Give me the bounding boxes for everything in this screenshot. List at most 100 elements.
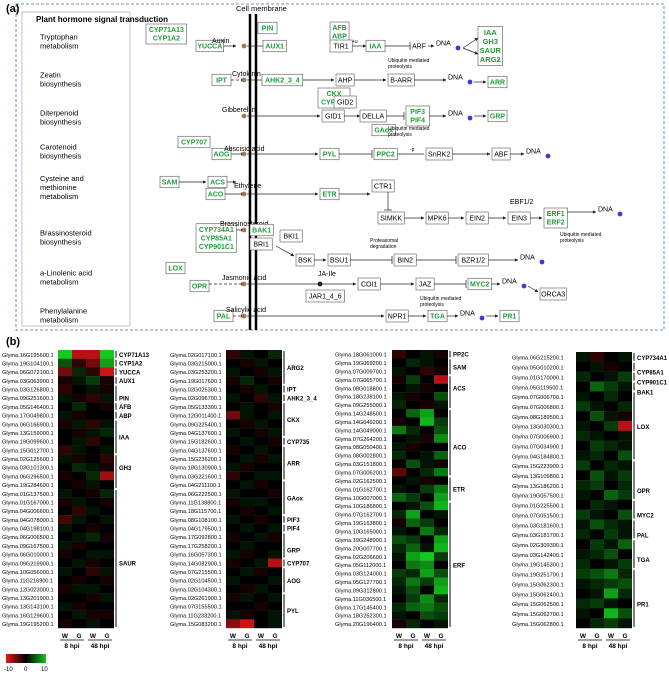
heatmap-cell: [434, 518, 448, 528]
node-gid1: GID1: [325, 113, 341, 120]
heatmap-cell: [100, 367, 114, 377]
heatmap-cell: [226, 358, 240, 368]
heatmap-cell: [590, 381, 604, 392]
heatmap-cell: [604, 519, 618, 530]
heatmap-cell: [268, 471, 282, 481]
heatmap-cell: [406, 467, 420, 477]
heatmap-cell: [58, 601, 72, 611]
heatmap-cell: [392, 569, 406, 578]
heatmap-cell: [240, 402, 254, 412]
heatmap-cell: [86, 575, 100, 585]
heatmap-cell: [72, 497, 86, 507]
heatmap-cell: [420, 459, 434, 469]
heatmap-cell: [618, 401, 632, 412]
heatmap-cell: [420, 535, 434, 544]
heatmap-cell: [268, 584, 282, 594]
heatmap-cell: [590, 578, 604, 589]
heatmap-cell: [100, 584, 114, 594]
gene-ipt: IPT: [216, 77, 228, 84]
heatmap-cell: [72, 515, 86, 524]
heatmap-cell: [100, 593, 114, 603]
heatmap-cell: [392, 484, 406, 494]
heatmap-cell: [240, 558, 254, 568]
heatmap-cell: [100, 419, 114, 429]
gene-group-label: GRP: [287, 548, 300, 554]
heatmap-cell: [392, 392, 406, 401]
heatmap-row-label: Glyma.01G162700.1: [335, 487, 387, 493]
heatmap-cell: [590, 618, 604, 629]
heatmap-cell: [618, 381, 632, 392]
heatmap-cell: [590, 480, 604, 491]
gene-iaa-targets: IAA: [484, 28, 498, 37]
gene-group-label: PIN: [119, 396, 129, 402]
heatmap-cell: [420, 543, 434, 553]
dna-aba-label: DNA: [526, 149, 541, 156]
heatmap-cell: [254, 428, 268, 438]
heatmap-cell: [434, 510, 448, 519]
heatmap-row-label: Glyma.02G025300.1: [170, 388, 222, 394]
node-tir1: TIR1: [334, 43, 349, 50]
heatmap-cell: [420, 350, 434, 359]
heatmap-row-label: Glyma.17G145400.1: [335, 605, 387, 611]
heatmap-row-label: Glyma.08G108100.1: [170, 518, 222, 524]
heatmap-cell: [420, 425, 434, 435]
heatmap-cell: [392, 611, 406, 620]
gene-group-label: CKX: [287, 418, 300, 424]
heatmap-cell: [590, 391, 604, 402]
heatmap-cell: [72, 454, 86, 464]
heatmap-row-label: Glyma.07G006200.1: [335, 471, 387, 477]
heatmap-cell: [420, 358, 434, 368]
heatmap-cell: [618, 618, 632, 629]
heatmaps: Glyma.16G195600.1Glyma.19G104100.1Glyma.…: [2, 350, 668, 650]
heatmap-cell: [406, 510, 420, 519]
heatmap-cell: [434, 417, 448, 427]
heatmap-cell: [268, 402, 282, 412]
heatmap-cell: [254, 480, 268, 490]
heatmap-cell: [226, 393, 240, 403]
heatmap-cell: [392, 535, 406, 544]
gene-iaa: IAA: [369, 43, 381, 50]
heatmap-cell: [58, 350, 72, 359]
heatmap-row-label: Glyma.15G223900.1: [512, 464, 564, 470]
heatmap-cell: [58, 393, 72, 403]
heatmap-cell: [590, 539, 604, 550]
pathway-name-3: Carotenoid: [40, 143, 77, 152]
node-snrk2: SnRK2: [428, 151, 450, 158]
gene-erf-box: [543, 207, 568, 229]
heatmap-cell: [86, 428, 100, 438]
heatmap-cell: [406, 493, 420, 502]
heatmap-cell: [406, 577, 420, 587]
heatmap-row-label: Glyma.04G179500.1: [170, 527, 222, 533]
heatmap-cell: [58, 376, 72, 385]
heatmap-cell: [58, 428, 72, 438]
condition-label: W: [580, 633, 587, 640]
heatmap-cell: [618, 470, 632, 481]
node-abf: ABF: [494, 151, 508, 158]
node-mpk6: MPK6: [428, 215, 447, 222]
heatmap-row-label: Glyma.12G023000.1: [2, 587, 54, 593]
heatmap-row-label: Glyma.15G062400.1: [512, 592, 564, 598]
heatmap-cell: [240, 428, 254, 438]
heatmap-cell: [240, 384, 254, 394]
heatmap-row-label: Glyma.17G049800.1: [2, 414, 54, 420]
heatmap-cell: [434, 569, 448, 578]
gene-cyp734: CYP734A1: [199, 227, 234, 234]
heatmap-cell: [86, 393, 100, 403]
pathway-name-0: metabolism: [40, 42, 78, 51]
heatmap-cell: [420, 619, 434, 629]
pathway-name-5: biosynthesis: [40, 238, 82, 247]
heatmap-cell: [268, 410, 282, 420]
gene-group-label: YUCCA: [119, 370, 141, 376]
heatmap-cell: [406, 358, 420, 368]
heatmap-cell: [58, 558, 72, 568]
heatmap-cell: [604, 460, 618, 471]
heatmap-cell: [72, 367, 86, 377]
heatmap-cell: [240, 376, 254, 385]
heatmap-row-label: Glyma.18G130900.1: [170, 466, 222, 472]
legend-max: 10: [41, 667, 48, 673]
heatmap-cell: [392, 619, 406, 629]
heatmap-cell: [392, 594, 406, 603]
gene-group-label: IAA: [119, 435, 130, 441]
heatmap-row-label: Glyma.07G264200.1: [335, 437, 387, 443]
heatmap-row-label: Glyma.03G253200.1: [170, 370, 222, 376]
